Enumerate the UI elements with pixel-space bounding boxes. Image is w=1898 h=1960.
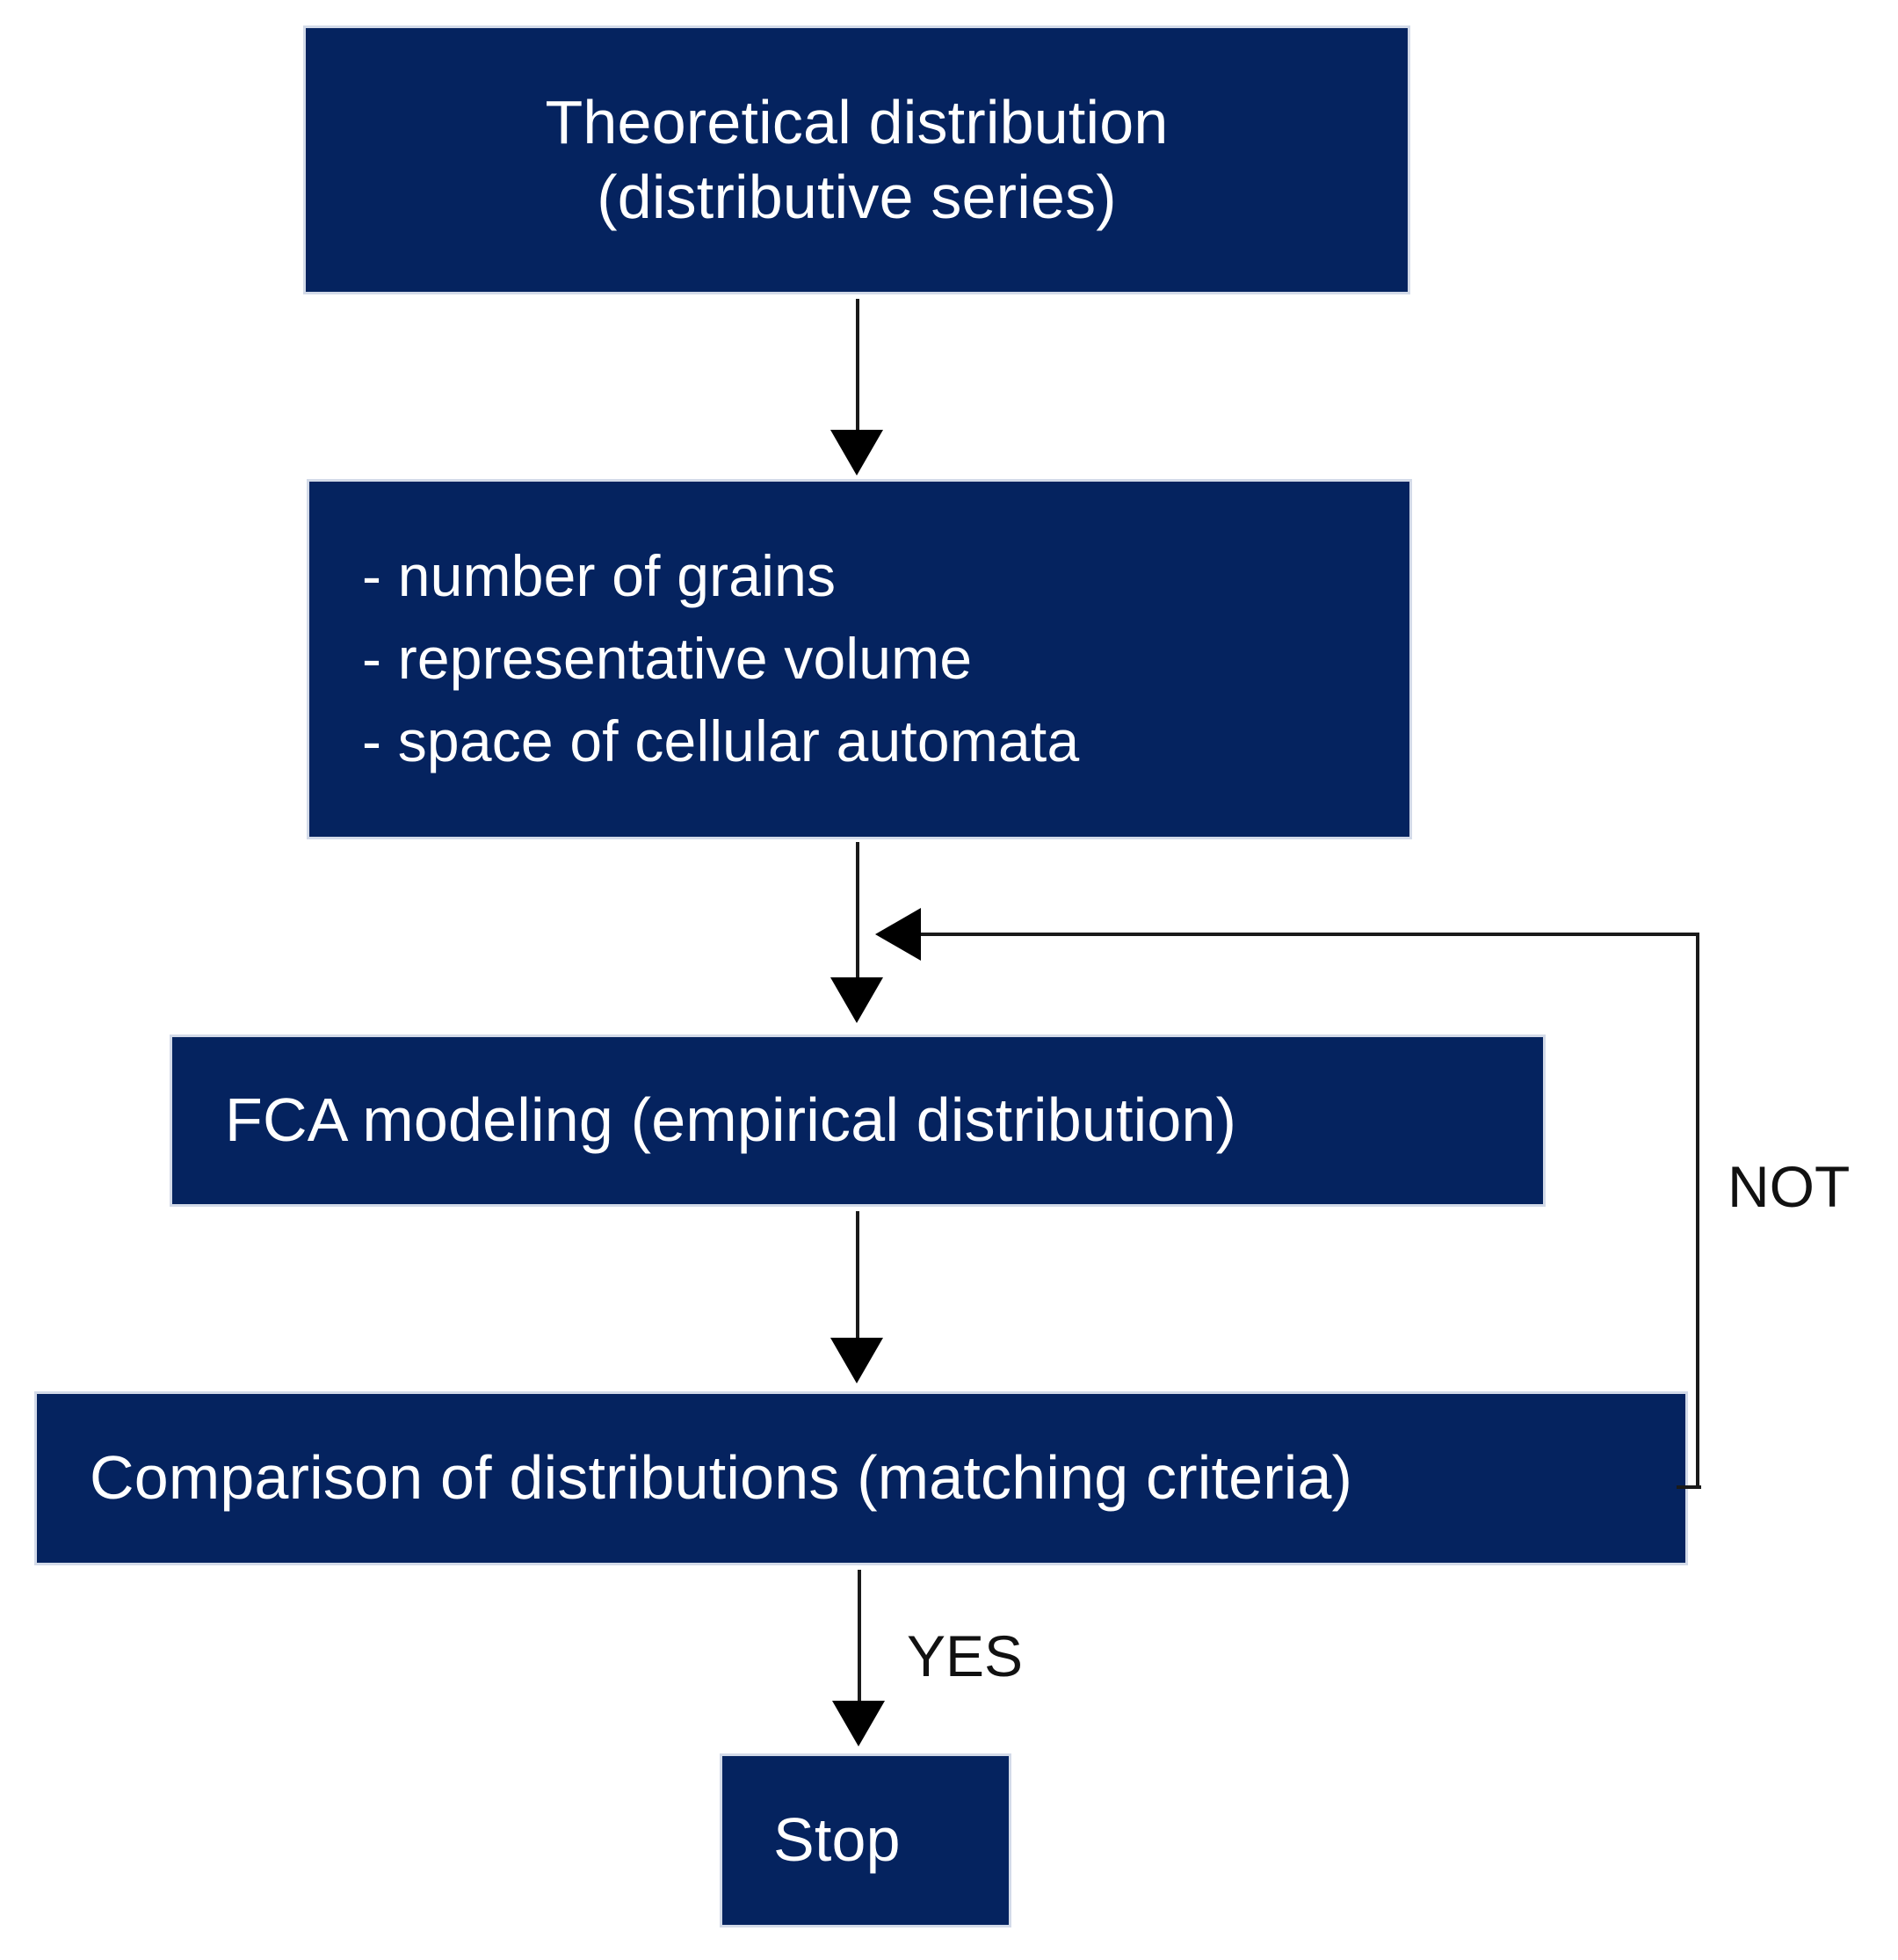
feedback-loop-arrow-head xyxy=(875,908,921,961)
feedback-loop-vertical xyxy=(1696,933,1699,1489)
arrow-params-to-fca-line xyxy=(856,842,859,983)
node-fca-modeling[interactable]: FCA modeling (empirical distribution) xyxy=(172,1037,1543,1204)
node-params-line-3: - space of cellular automata xyxy=(362,708,1080,773)
arrow-params-to-fca-head xyxy=(830,977,883,1023)
node-stop-label: Stop xyxy=(773,1805,901,1875)
node-params-line-2: - representative volume xyxy=(362,626,973,692)
feedback-loop-stub xyxy=(1677,1485,1701,1489)
arrow-fca-to-comparison-head xyxy=(830,1338,883,1383)
node-comparison-label: Comparison of distributions (matching cr… xyxy=(90,1443,1353,1513)
edge-label-yes: YES xyxy=(907,1623,1024,1688)
edge-label-not: NOT xyxy=(1728,1154,1851,1219)
arrow-comparison-to-stop-line xyxy=(858,1570,861,1706)
node-theoretical-line-2: (distributive series) xyxy=(597,163,1117,231)
node-model-parameters[interactable]: - number of grains - representative volu… xyxy=(309,482,1409,837)
arrow-theoretical-to-params-head xyxy=(830,430,883,475)
arrow-comparison-to-stop-head xyxy=(832,1701,885,1746)
feedback-loop-horizontal xyxy=(919,933,1698,936)
node-comparison-of-distributions[interactable]: Comparison of distributions (matching cr… xyxy=(37,1394,1685,1563)
node-params-line-1: - number of grains xyxy=(362,543,837,609)
arrow-fca-to-comparison-line xyxy=(856,1211,859,1343)
node-theoretical-line-1: Theoretical distribution xyxy=(545,87,1169,156)
node-theoretical-distribution[interactable]: Theoretical distribution (distributive s… xyxy=(306,28,1408,292)
arrow-theoretical-to-params-line xyxy=(856,299,859,435)
node-stop[interactable]: Stop xyxy=(722,1756,1009,1925)
node-fca-label: FCA modeling (empirical distribution) xyxy=(225,1085,1237,1155)
